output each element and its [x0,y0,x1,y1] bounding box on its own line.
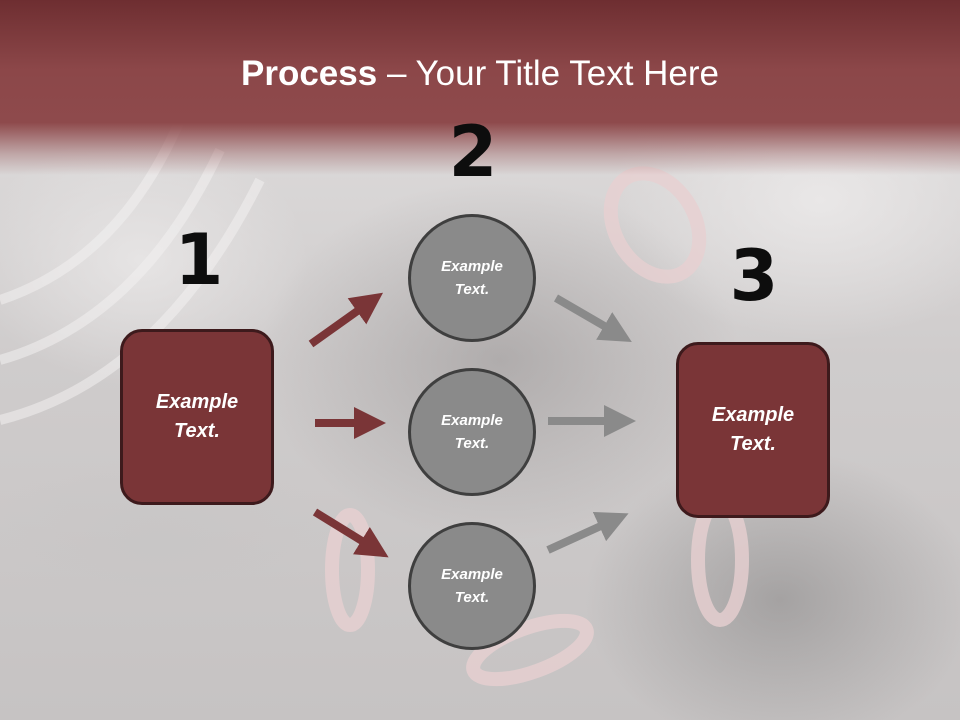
step-circle-3: Example Text. [408,522,536,650]
end-box-line2: Text. [730,433,776,455]
slide-title: Process – Your Title Text Here [0,52,960,96]
title-banner [0,0,960,175]
end-box: Example Text. [676,342,830,518]
circle-1-line1: Example [441,258,503,275]
arrow-from-circle-3 [546,512,629,554]
step-number-3: 3 [729,235,779,317]
circle-3-line2: Text. [454,589,490,606]
step-number-2: 2 [448,111,498,193]
circle-2-line2: Text. [454,435,490,452]
title-rest: – Your Title Text Here [377,54,719,93]
step-number-1: 1 [174,219,224,301]
step-circle-2: Example Text. [408,368,536,496]
arrow-to-circle-1 [308,292,384,348]
start-box-line1: Example [155,391,239,413]
end-box-line1: Example [711,404,795,426]
circle-1-line2: Text. [454,281,490,298]
circle-2-line1: Example [441,412,503,429]
arrow-from-circle-1 [553,294,632,343]
step-circle-1: Example Text. [408,214,536,342]
start-box: Example Text. [120,329,274,505]
circle-3-line1: Example [441,566,503,583]
title-bold: Process [241,54,378,93]
start-box-line2: Text. [174,420,220,442]
arrow-to-circle-3 [312,508,389,558]
